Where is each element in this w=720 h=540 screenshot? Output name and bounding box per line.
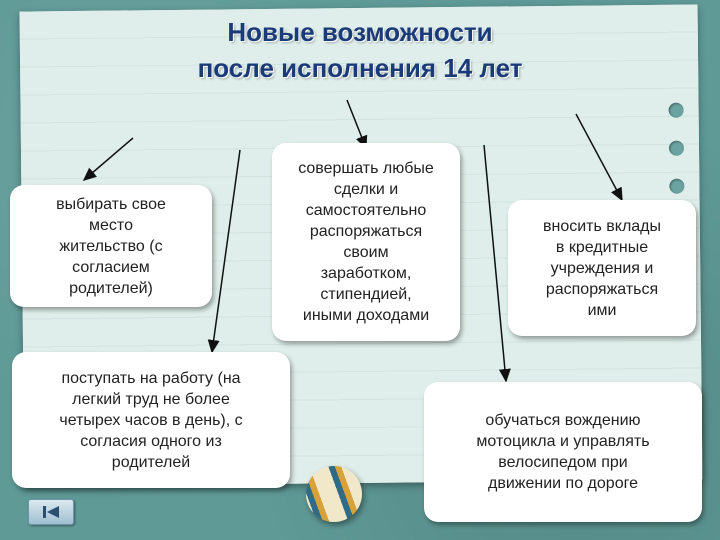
text-line: движении по дороге [488,475,638,492]
text-line: своим [343,244,389,261]
text-line: четырех часов в день), с [59,411,243,429]
text-line: совершать любые [298,160,434,177]
back-to-start-button[interactable] [28,499,74,525]
text-line: легкий труд не более [72,390,230,408]
box-work-text: поступать на работу (на легкий труд не б… [59,368,242,473]
text-line: иными доходами [302,307,430,324]
box-residence: выбирать свое место жительство (с соглас… [10,185,212,307]
text-line: обучаться вождению [485,412,641,429]
box-driving: обучаться вождению мотоцикла и управлять… [424,382,702,522]
box-deposits: вносить вклады в кредитные учреждения и … [508,200,696,336]
box-transactions: совершать любые сделки и самостоятельно … [272,143,460,341]
text-line: заработком, [320,265,412,282]
skip-back-icon [43,506,59,518]
arrow-to-transactions [346,99,368,150]
box-deposits-text: вносить вклады в кредитные учреждения и … [543,216,661,321]
arrow-to-deposits [575,113,623,202]
box-work: поступать на работу (на легкий труд не б… [12,352,290,488]
box-residence-text: выбирать свое место жительство (с соглас… [56,194,166,299]
text-line: ими [587,301,617,319]
text-line: самостоятельно [305,202,427,219]
decorative-ball [306,466,362,522]
title-line-2: после исполнения 14 лет [197,53,523,83]
text-line: вносить вклады [542,217,662,235]
text-line: стипендией, [320,286,412,303]
text-line: родителей [111,453,191,471]
arrow-to-residence [82,137,134,181]
arrow-to-driving [483,144,511,383]
text-line: распоряжаться [309,223,423,240]
text-line: выбирать свое [56,195,166,213]
box-driving-text: обучаться вождению мотоцикла и управлять… [476,410,649,494]
text-line: мотоцикла и управлять [476,433,650,450]
text-line: жительство (с [59,237,163,255]
text-line: согласия одного из [80,432,222,450]
text-line: распоряжаться [545,280,659,298]
text-line: сделки и [333,181,399,198]
text-line: согласием [72,258,150,276]
text-line: место [89,216,133,234]
text-line: родителей) [69,279,153,297]
text-line: в кредитные [555,238,649,256]
arrow-to-work [207,149,241,354]
text-line: учреждения и [550,259,654,277]
title-line-1: Новые возможности [227,17,493,47]
text-line: велосипедом при [498,454,628,471]
box-transactions-text: совершать любые сделки и самостоятельно … [298,158,434,326]
text-line: поступать на работу (на [61,369,241,387]
